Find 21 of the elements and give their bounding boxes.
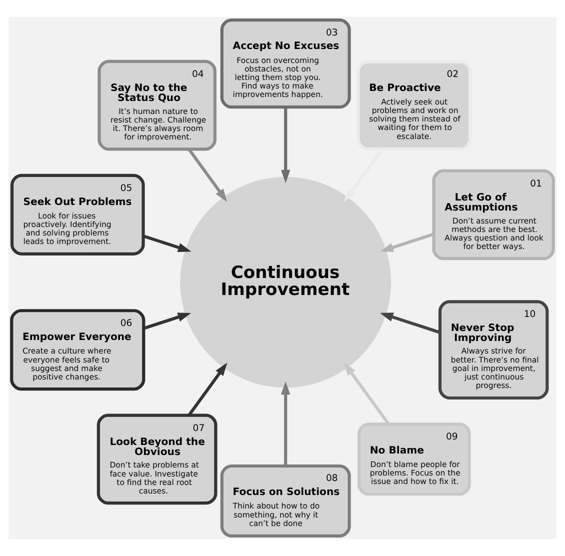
node-box: 07 Look Beyond the Obvious Don’t take problems at face value. Investigate to find the real root causes. — [96, 414, 218, 505]
node-box: 10 Never Stop Improving Always strive for better. There’s no final goal in improvement, just continuous progress. — [438, 300, 549, 400]
arrow — [280, 107, 290, 184]
arrow — [142, 234, 192, 252]
arrow — [188, 362, 228, 416]
arrow — [344, 362, 390, 426]
arrow — [380, 232, 434, 252]
node-box: 02 Be Proactive Actively seek out problems and work on solving them instead of waiting for them to escalate. — [356, 60, 472, 150]
node-circle: Continuous Improvement — [180, 176, 392, 388]
node-box: 09 No Blame Don’t blame people for problems. Focus on the issue and how to fix it. — [357, 422, 471, 496]
arrow — [380, 312, 440, 334]
node-box: 03 Accept No Excuses Focus on overcoming obstacles, not on letting them stop you. Find ways to make improvements happen. — [220, 18, 351, 109]
node-box: 08 Focus on Solutions Think about how to do something, not why it can’t be done — [220, 464, 351, 538]
node-box: 01 Let Go of Assumptions Don’t assume current methods are the best. Always question and look for better ways. — [432, 169, 555, 260]
node-box: 06 Empower Everyone Create a culture where everyone feels safe to suggest and make positive changes. — [10, 309, 146, 391]
arrow — [188, 148, 228, 202]
arrow — [344, 148, 384, 202]
arrow — [280, 381, 290, 466]
arrow — [143, 312, 192, 330]
node-box: 04 Say No to the Status Quo It’s human nature to resist change. Challenge it. There’s always room for improvement. — [98, 60, 216, 151]
node-box: 05 Seek Out Problems Look for issues proactively. Identifying and solving problems leads to improvement. — [10, 174, 145, 256]
